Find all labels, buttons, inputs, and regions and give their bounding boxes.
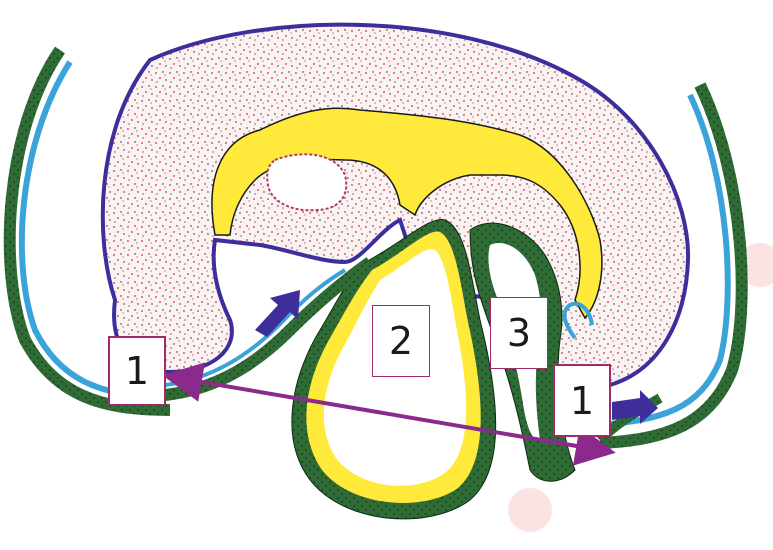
- label-2: 2: [372, 305, 430, 377]
- head-cavity: [267, 154, 346, 210]
- label-1-right-text: 1: [570, 382, 594, 420]
- label-1-left-text: 1: [125, 352, 149, 390]
- label-1-left: 1: [108, 336, 166, 406]
- label-3-text: 3: [507, 314, 531, 352]
- label-1-right: 1: [553, 364, 611, 437]
- faint-blob-bottom: [508, 488, 552, 532]
- label-2-text: 2: [389, 322, 413, 360]
- label-3: 3: [490, 297, 548, 369]
